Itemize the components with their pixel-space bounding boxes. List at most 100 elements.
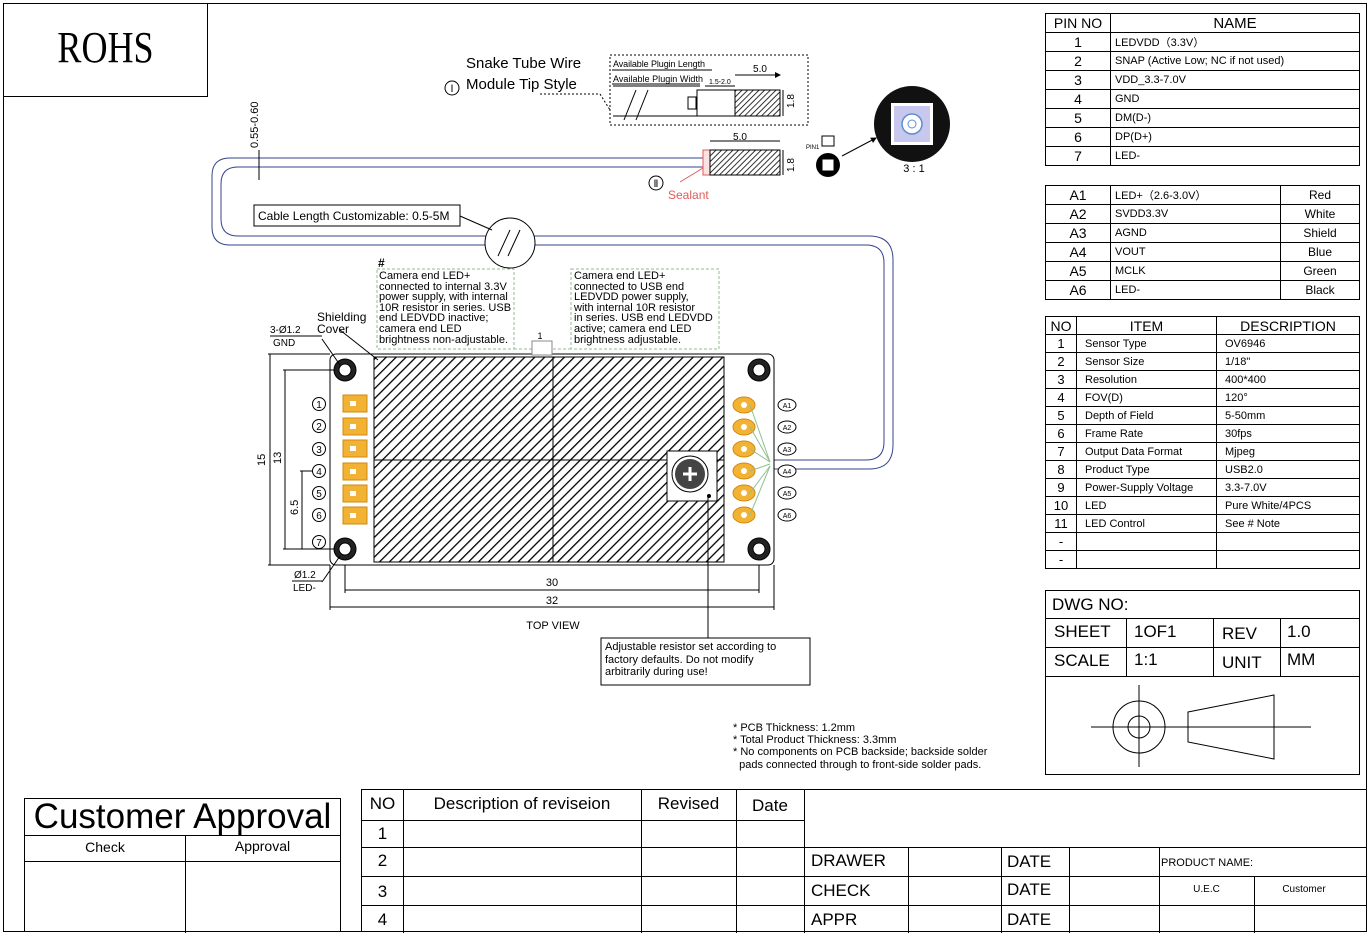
pin-label-a5: A5 [783,491,792,498]
spec-desc: Pure White/4PCS [1216,496,1360,515]
enlarged-scale: 3 : 1 [903,163,924,175]
spec-item: Sensor Type [1076,334,1217,353]
pin-no: 3 [1045,70,1111,90]
note-left-line: brightness non-adjustable. [379,333,509,346]
wire-signal: LED+（2.6-3.0V） [1110,185,1281,205]
spec-no: 4 [1045,388,1077,407]
pin-name: DP(D+) [1110,127,1360,147]
pin-name: LEDVDD（3.3V） [1110,32,1360,52]
spec-no: - [1045,532,1077,551]
rev-row-no: 1 [377,824,388,843]
dim-30: 30 [546,577,558,589]
unit-label: UNIT [1222,653,1262,672]
sensor-enlarged-view [874,86,950,162]
date-label: DATE [1007,910,1052,929]
plugin-length-label: Available Plugin Length [613,59,705,69]
dim-1: 1 [537,331,542,341]
rev-row-no: 2 [377,851,388,870]
footnote-3: * No components on PCB backside; backsid… [733,746,988,758]
tip-style-num-text: Ⅰ [451,84,454,95]
product-drawing: 0.55-0.60 Available Plugin Length Availa… [211,54,988,771]
tip1-length-dim: 5.0 [753,64,767,75]
spec-desc: OV6946 [1216,334,1360,353]
uec-label: U.E.C [1193,884,1220,895]
rohs-mark: ROHS [57,23,154,72]
dim-6.5: 6.5 [289,500,301,515]
resistor-note-1: Adjustable resistor set according to [605,641,776,653]
dim-15: 15 [256,454,268,466]
pin-no: 1 [1045,32,1111,52]
spec-desc: Mjpeg [1216,442,1360,461]
spec-item: Product Type [1076,460,1217,479]
rev-header-desc: Description of reviseion [433,794,611,813]
scale-value: 1:1 [1134,650,1158,669]
pin-label-5: 5 [316,489,322,500]
appr-label: APPR [811,910,858,929]
note-right-line: Camera end LED+ [574,270,666,282]
check-label: CHECK [811,881,871,900]
spec-desc: USB2.0 [1216,460,1360,479]
spec-no: 5 [1045,406,1077,425]
drawer-label: DRAWER [811,851,886,870]
note-left-line: end LEDVDD inactive; [379,312,489,325]
left-pin-circles [312,397,326,549]
rev-header-no: NO [369,794,396,813]
spec-item: Depth of Field [1076,406,1217,425]
spec-no: - [1045,550,1077,569]
spec-no: 9 [1045,478,1077,497]
resistor-note-3: arbitrarily during use! [605,666,708,678]
tip2-height-dim: 1.8 [786,158,797,172]
tip2-detail [648,140,784,191]
spec-item: LED [1076,496,1217,515]
wire-id: A6 [1045,280,1111,300]
pin-name: DM(D-) [1110,108,1360,128]
scale-label: SCALE [1054,651,1110,670]
pin-no: 2 [1045,51,1111,71]
customer-approval-block: Customer Approval Check Approval [24,797,341,933]
sensor-tip-icon [816,135,877,177]
spec-item: FOV(D) [1076,388,1217,407]
tip-style-line2: Module Tip Style [466,76,577,93]
pin-table-header-name: NAME [1110,13,1360,33]
note-left-line: 10R resistor in series. USB [379,301,512,314]
spec-header-desc: DESCRIPTION [1216,316,1360,335]
pin1-label: PIN1 [806,145,820,151]
rev-header-revised: Revised [657,794,720,813]
note-right-line: with internal 10R resistor [574,301,696,314]
pin-label-4: 4 [316,467,322,478]
plugin-width-label: Available Plugin Width [613,74,703,84]
cable-break-symbol [484,217,536,269]
spec-no: 8 [1045,460,1077,479]
top-view-label: TOP VIEW [526,620,580,632]
note-right-line: active; camera end LED [574,322,692,335]
spec-desc: 400*400 [1216,370,1360,389]
check-header: Check [85,839,125,855]
dim-13: 13 [272,452,284,464]
right-pin-ellipses [777,398,797,522]
wire-color: Black [1280,280,1360,300]
note-hash: # [378,256,385,270]
dwg-block: DWG NO: SHEET 1OF1 REV 1.0 SCALE 1:1 UNI… [1045,590,1360,775]
wire-signal: SVDD3.3V [1110,204,1281,224]
tip-style-num-1 [444,80,460,96]
rev-header-date: Date [752,796,788,815]
rev-label: REV [1222,624,1257,643]
sheet-value: 1OF1 [1134,622,1177,641]
wire-signal: LED- [1110,280,1281,300]
spec-item: Power-Supply Voltage [1076,478,1217,497]
right-solder-pads [732,396,756,524]
wire-color: Red [1280,185,1360,205]
spec-desc: 5-50mm [1216,406,1360,425]
pcb-board [329,340,775,566]
spec-desc: 3.3-7.0V [1216,478,1360,497]
pin-label-a3: A3 [783,447,792,454]
spec-item: LED Control [1076,514,1217,533]
pin-name: SNAP (Active Low; NC if not used) [1110,51,1360,71]
hole-top-label-2: GND [273,338,295,349]
spec-desc: 1/18" [1216,352,1360,371]
note-right-line: in series. USB end LEDVDD [574,312,713,325]
footnote-2: * Total Product Thickness: 3.3mm [733,734,896,746]
spec-no: 3 [1045,370,1077,389]
wire-color: White [1280,204,1360,224]
